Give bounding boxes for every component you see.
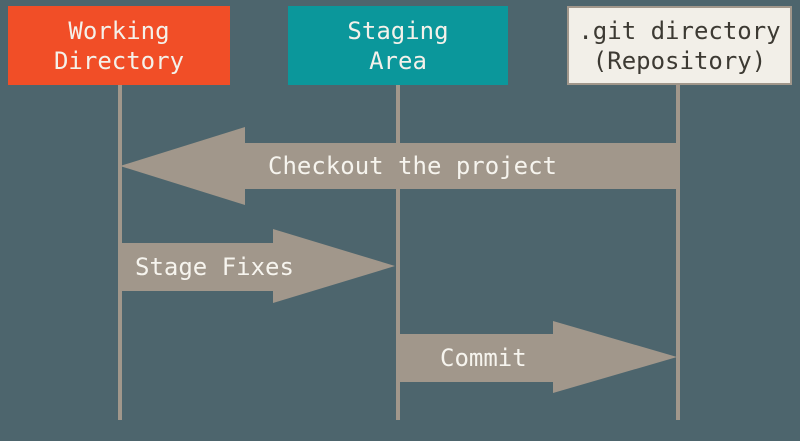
staging-area-label-line1: Staging [347, 16, 449, 45]
git-directory-label-line1: .git directory [578, 16, 781, 45]
git-directory-label-line2: (Repository) [592, 46, 767, 75]
commit-arrow-body [397, 334, 553, 382]
stage-fixes-arrow-body [120, 243, 273, 291]
checkout-arrow-label: Checkout the project [268, 152, 557, 180]
working-directory-label-line2: Directory [53, 46, 185, 75]
stage-fixes-arrowhead-right-icon [273, 229, 395, 303]
working-directory-box: Working Directory [8, 6, 230, 85]
staging-area-lifeline [396, 85, 400, 420]
staging-area-label-line2: Area [369, 46, 427, 75]
staging-area-box: Staging Area [288, 6, 508, 85]
stage-fixes-arrow-label: Stage Fixes [135, 253, 294, 281]
checkout-arrowhead-left-icon [120, 127, 245, 205]
git-directory-lifeline [676, 85, 680, 420]
commit-arrowhead-right-icon [553, 321, 677, 393]
commit-arrow-label: Commit [440, 344, 527, 372]
checkout-arrow-body [245, 143, 677, 189]
git-directory-box: .git directory (Repository) [567, 6, 792, 85]
working-directory-label-line1: Working [68, 16, 170, 45]
